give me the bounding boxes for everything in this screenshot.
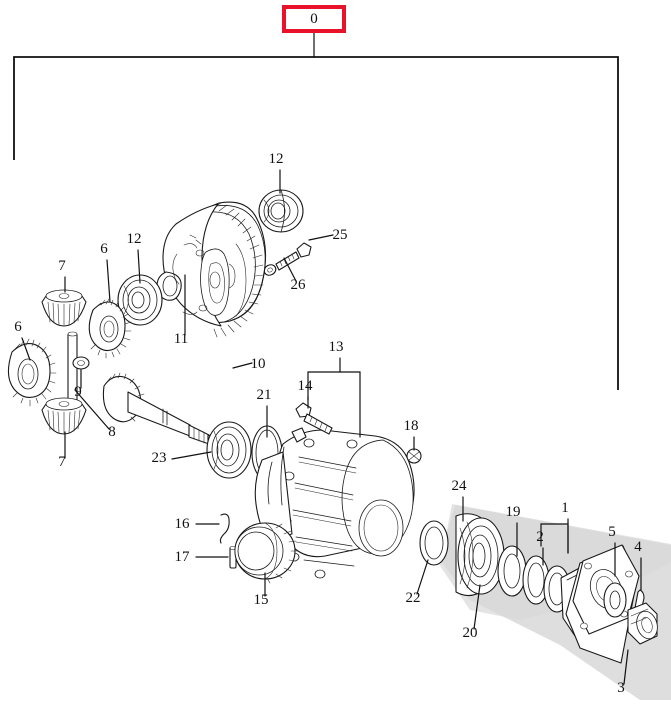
part-23-pinion-rear-bearing [206, 421, 252, 479]
part-13-differential-carrier [254, 427, 415, 579]
leader-differential-bearing [137, 249, 141, 284]
callout-number-16-c16[interactable]: 16 [175, 516, 191, 532]
part-9-thrust-washer [72, 356, 90, 370]
part-26-bolt-washer [263, 264, 277, 276]
callout-number-23-c23[interactable]: 23 [152, 450, 167, 466]
callout-number-12-c12a[interactable]: 12 [269, 151, 284, 167]
leader-pinion-bearing [171, 451, 212, 460]
callout-number-3-c3[interactable]: 3 [617, 680, 625, 696]
leader-pinion-shaft-pin [74, 389, 110, 430]
callout-number-24-c24[interactable]: 24 [452, 478, 468, 494]
part-12-side-bearing [117, 274, 163, 326]
callout-number-5-c5[interactable]: 5 [608, 524, 616, 540]
carrier-group-bracket [307, 371, 361, 438]
callout-number-18-c18[interactable]: 18 [404, 418, 419, 434]
callout-number-9-c9[interactable]: 9 [74, 384, 82, 400]
part-8-cross-shaft [67, 331, 78, 419]
callout-number-labels: 1225261267116987101314182123161715242220… [14, 151, 642, 696]
callout-number-4-c4[interactable]: 4 [634, 539, 642, 555]
callout-number-1-c1[interactable]: 1 [561, 500, 569, 516]
part-22-oil-seal [419, 520, 449, 566]
callout-number-7-c7a[interactable]: 7 [58, 258, 66, 274]
part-6-side-gear-b [88, 298, 132, 359]
callout-number-21-c21[interactable]: 21 [257, 387, 272, 403]
part-20-shim [497, 545, 527, 597]
callout-leader-lines [21, 169, 642, 685]
callout-number-26-c26[interactable]: 26 [291, 277, 307, 293]
callout-number-2-c2[interactable]: 2 [536, 529, 544, 545]
part-24-pinion-front-bearing [455, 513, 505, 597]
callout-number-10-c10[interactable]: 10 [251, 356, 266, 372]
part-16-lock-clip [219, 513, 230, 544]
callout-number-25-c25[interactable]: 25 [333, 227, 348, 243]
callout-number-17-c17[interactable]: 17 [175, 549, 191, 565]
leader-differential-side-gear [21, 337, 31, 361]
part-14-carrier-bolt [295, 402, 333, 435]
selection-label: 0 [310, 10, 318, 27]
part-7-pinion-gear-top [41, 289, 87, 327]
part-3-pinion-nut [627, 602, 658, 645]
assembly-bracket [13, 56, 619, 390]
callout-number-13-c13[interactable]: 13 [329, 339, 344, 355]
part-12-upper-bearing [258, 189, 304, 233]
part-10-drive-pinion [102, 372, 217, 447]
leader-ring-gear-bolt-washer [283, 257, 297, 282]
callout-number-8-c8[interactable]: 8 [108, 424, 116, 440]
leader-drive-pinion-gear [232, 362, 253, 369]
leader-shim [473, 584, 481, 630]
callout-number-19-c19[interactable]: 19 [506, 504, 521, 520]
leader-differential-side-gear [106, 259, 111, 303]
part-15-bearing-adjust-nut [234, 522, 299, 584]
callout-number-12-c12b[interactable]: 12 [127, 231, 142, 247]
callout-number-14-c14[interactable]: 14 [298, 378, 314, 394]
callout-number-7-c7b[interactable]: 7 [58, 454, 66, 470]
part-19-spacer [522, 555, 550, 605]
part-6-side-gear-a [7, 338, 57, 407]
part-5-flange-washer [603, 582, 627, 618]
part-11-differential-case-ring-gear [156, 201, 267, 338]
leader-oil-seal [416, 559, 429, 595]
part-7-pinion-gear-bottom [41, 397, 87, 435]
callout-number-15-c15[interactable]: 15 [254, 592, 269, 608]
part-25-ring-gear-bolt [275, 242, 312, 271]
callout-number-11-c11[interactable]: 11 [174, 331, 188, 347]
callout-number-22-c22[interactable]: 22 [406, 590, 421, 606]
selection-highlight-box[interactable]: 0 [282, 5, 346, 33]
leader-ring-gear-bolt [308, 234, 334, 241]
callout-number-20-c20[interactable]: 20 [463, 625, 478, 641]
leader-flange-nut [623, 649, 629, 685]
callout-number-6-c6a[interactable]: 6 [14, 319, 22, 335]
callout-number-6-c6b[interactable]: 6 [100, 241, 108, 257]
part-18-breather-plug [406, 448, 422, 464]
